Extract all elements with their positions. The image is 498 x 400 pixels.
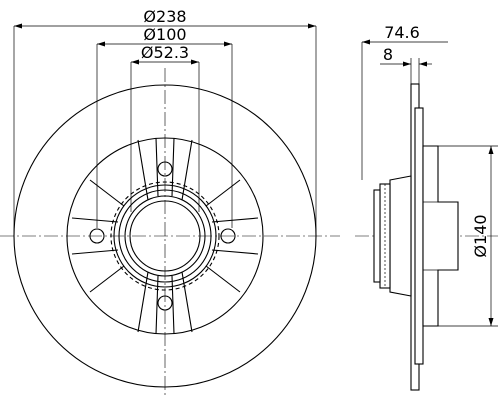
- dim-arrow: [362, 39, 370, 45]
- spokes: [71, 137, 259, 335]
- dim-arrows: [403, 61, 427, 67]
- label-hub-diameter: Ø140: [471, 214, 490, 257]
- spoke-left: [71, 217, 119, 255]
- dimension-outer-diameter: Ø238: [13, 7, 317, 236]
- label-center-bore: Ø52.3: [141, 43, 189, 62]
- dimension-total-height: 74.6: [361, 23, 448, 180]
- bolt-hole-top: [157, 161, 173, 177]
- label-outer-diameter: Ø238: [143, 7, 186, 26]
- center-bore-outer: [124, 195, 206, 277]
- spoke-diagonals: [89, 179, 241, 293]
- spoke-bottom-right: [171, 271, 193, 335]
- front-view: Ø238 Ø100 Ø52.3: [0, 7, 340, 398]
- hub-flange: [118, 189, 212, 283]
- label-total-height: 74.6: [384, 23, 420, 42]
- friction-ring-inner-edge: [66, 137, 264, 335]
- spoke-bottom-left: [137, 271, 159, 335]
- spoke-top-left: [137, 137, 159, 201]
- label-bolt-circle: Ø100: [143, 25, 186, 44]
- dim-arrows: [131, 59, 199, 65]
- spoke-right: [211, 217, 259, 255]
- bolt-hole-bottom: [157, 295, 173, 311]
- bolt-hole-right: [220, 228, 236, 244]
- dimension-disc-thickness: 8: [380, 45, 432, 84]
- abs-tone-ring-teeth: [110, 181, 220, 291]
- hub-body: [422, 145, 459, 327]
- dimension-center-bore: Ø52.3: [130, 43, 200, 212]
- center-bore: [129, 200, 201, 272]
- abs-tone-ring-inner: [113, 184, 217, 288]
- disc-plate-step: [414, 107, 424, 365]
- bearing-seal: [373, 189, 381, 283]
- spoke-top-right: [171, 137, 193, 201]
- side-view: 74.6 8 Ø140: [355, 23, 498, 391]
- bearing-housing: [389, 175, 412, 297]
- dimension-hub-diameter: Ø140: [438, 145, 498, 327]
- bolt-holes: [89, 161, 236, 311]
- dimension-bolt-circle: Ø100: [96, 25, 233, 228]
- label-disc-thickness: 8: [383, 45, 393, 64]
- bolt-hole-left: [89, 228, 105, 244]
